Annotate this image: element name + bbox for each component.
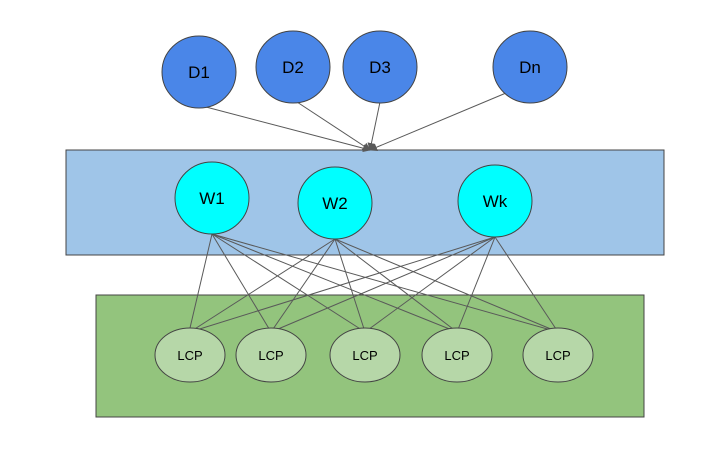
worker-lcp-edge-3-1 [189, 236, 496, 333]
worker-node-w2: W2 [297, 166, 373, 240]
lcp-node-label: LCP [258, 348, 283, 363]
worker-lcp-edge-2-4 [334, 238, 458, 333]
data-edge-4 [369, 92, 507, 151]
worker-node-label: W1 [199, 189, 225, 208]
worker-lcp-edge-1-1 [189, 233, 213, 329]
worker-lcp-edge-2-1 [189, 238, 336, 333]
worker-lcp-edge-2-3 [334, 238, 366, 333]
lcp-node-label: LCP [444, 348, 469, 363]
lcp-node-label: LCP [352, 348, 377, 363]
data-node-label: Dn [519, 58, 541, 77]
lcp-node-3: LCP [329, 327, 401, 383]
worker-lcp-edge-2-5 [334, 238, 559, 333]
worker-lcp-edge-1-4 [211, 233, 458, 333]
worker-lcp-edge-1-3 [211, 233, 366, 333]
data-node-label: D3 [369, 58, 391, 77]
data-node-d1: D1 [161, 35, 237, 109]
data-node-label: D1 [188, 63, 210, 82]
worker-lcp-edge-3-2 [270, 236, 496, 333]
worker-lcp-edge-1-2 [211, 233, 272, 333]
lcp-node-5: LCP [522, 327, 594, 383]
worker-node-wk: Wk [457, 164, 533, 238]
data-edge-3 [367, 101, 381, 151]
lcp-node-2: LCP [235, 327, 307, 383]
worker-node-w1: W1 [174, 161, 250, 235]
data-edge-2 [296, 101, 371, 151]
data-node-d2: D2 [255, 30, 331, 104]
data-edge-1 [205, 106, 371, 153]
worker-lcp-edge-2-2 [270, 238, 336, 333]
lcp-node-label: LCP [177, 348, 202, 363]
worker-node-label: Wk [483, 192, 508, 211]
worker-lcp-edge-3-4 [456, 236, 496, 333]
edge-layer [189, 92, 559, 333]
lcp-node-1: LCP [154, 327, 226, 383]
worker-node-label: W2 [322, 194, 348, 213]
data-node-d3: D3 [342, 30, 418, 104]
worker-lcp-edge-3-3 [364, 236, 496, 333]
lcp-node-label: LCP [545, 348, 570, 363]
data-node-dn: Dn [492, 30, 568, 104]
lcp-node-4: LCP [421, 327, 493, 383]
worker-lcp-edge-3-5 [494, 236, 559, 333]
data-node-label: D2 [282, 58, 304, 77]
worker-lcp-edge-1-5 [211, 233, 559, 333]
